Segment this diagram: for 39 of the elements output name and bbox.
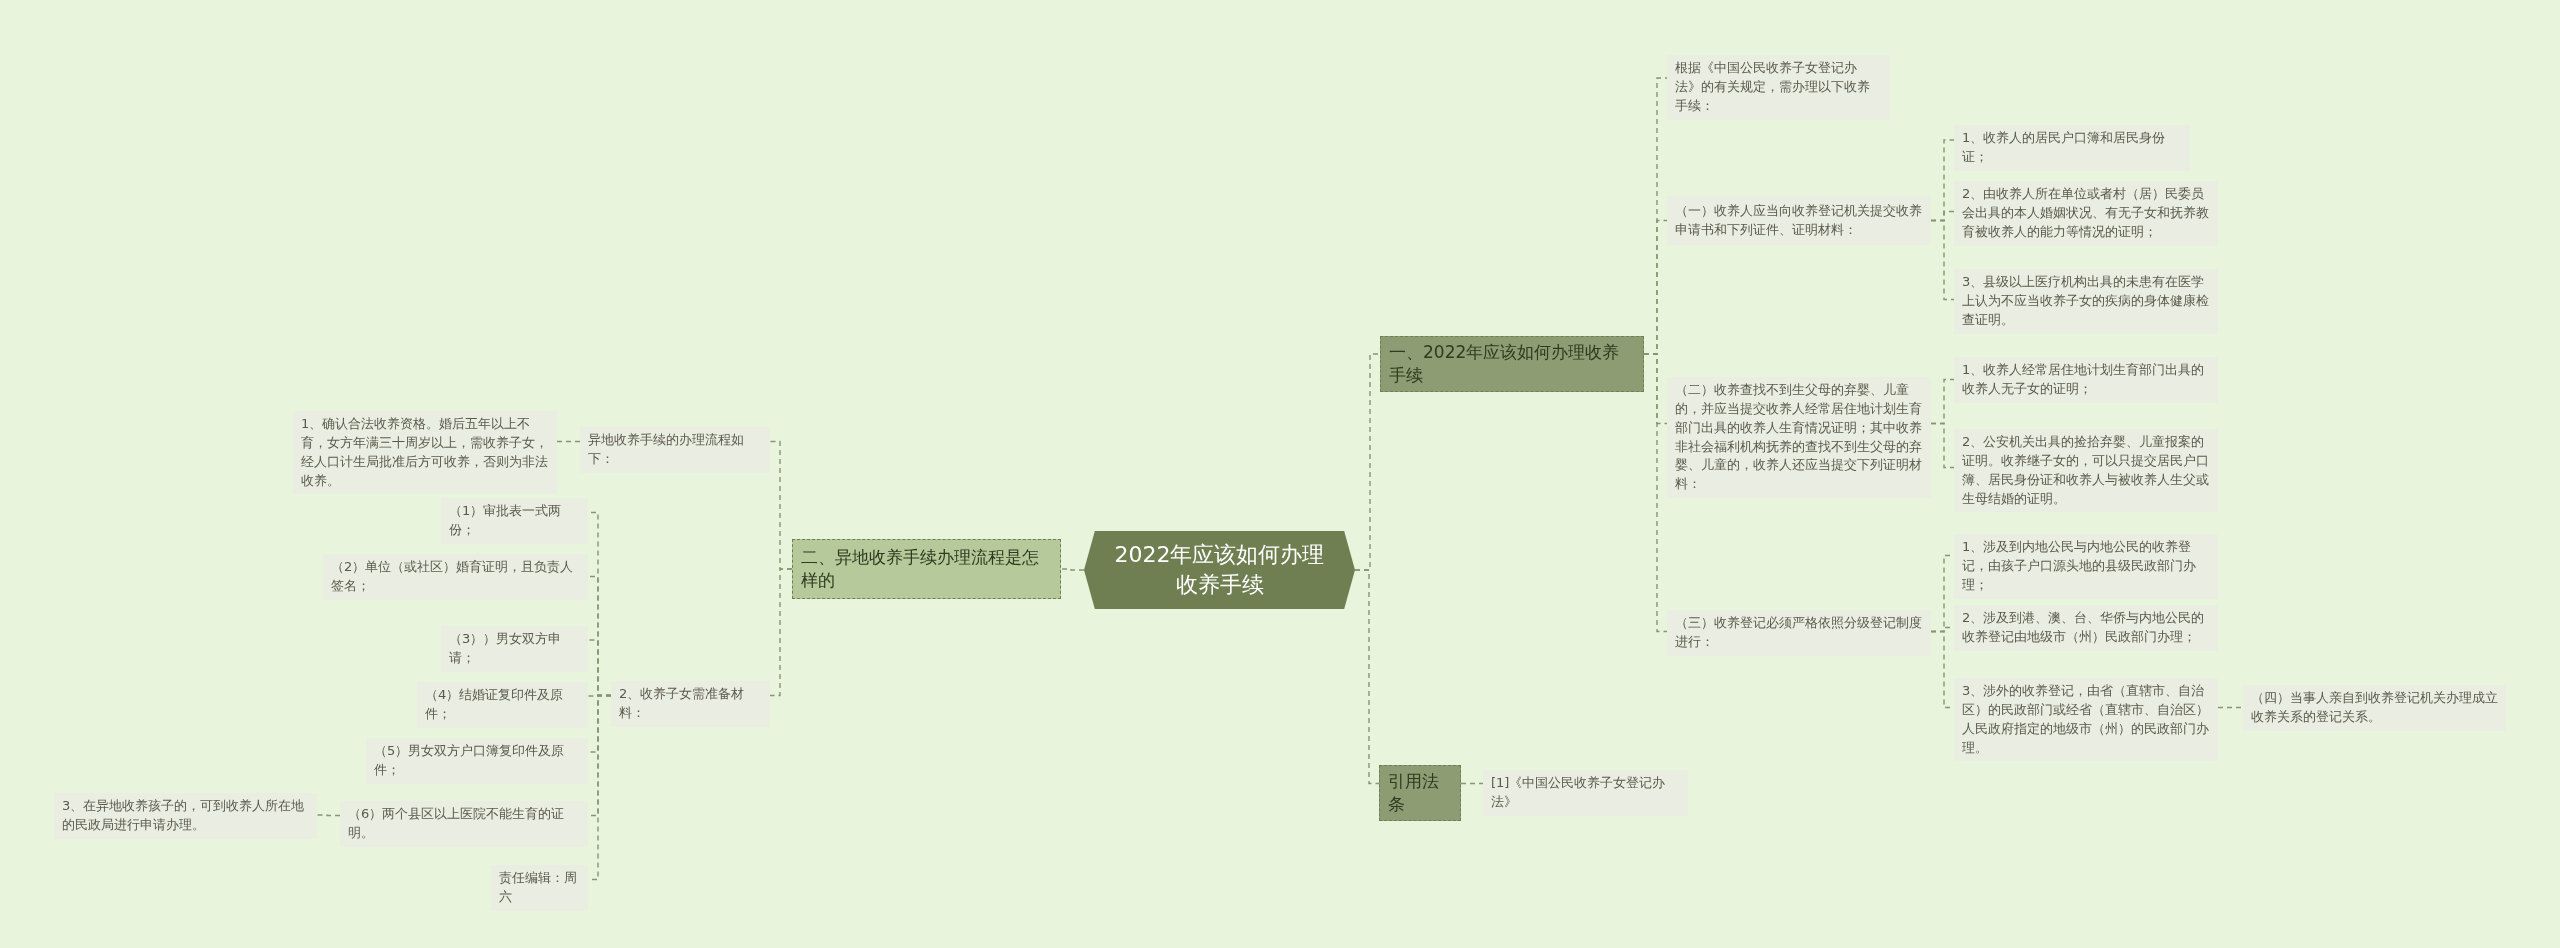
topic-box: 3、在异地收养孩子的，可到收养人所在地的民政局进行申请办理。 xyxy=(54,793,317,839)
central-topic: 2022年应该如何办理收养手续 xyxy=(1084,531,1355,609)
topic-box: （四）当事人亲自到收养登记机关办理成立收养关系的登记关系。 xyxy=(2243,685,2506,731)
branch-topic: 引用法条 xyxy=(1379,765,1461,821)
topic-box: （一）收养人应当向收养登记机关提交收养申请书和下列证件、证明材料： xyxy=(1667,196,1931,245)
topic-box: （4）结婚证复印件及原件； xyxy=(417,682,588,728)
topic-box: 1、收养人经常居住地计划生育部门出具的收养人无子女的证明； xyxy=(1954,357,2218,403)
topic-box: 3、涉外的收养登记，由省（直辖市、自治区）的民政部门或经省（直辖市、自治区）人民政府指定的地级市（州）的民政部门办理。 xyxy=(1954,678,2218,762)
branch-topic: 二、异地收养手续办理流程是怎样的 xyxy=(792,539,1061,599)
topic-box: （3））男女双方申请； xyxy=(441,626,588,672)
connector-line xyxy=(1930,422,1955,469)
topic-box: 1、确认合法收养资格。婚后五年以上不育，女方年满三十周岁以上，需收养子女，经人口计生局批准后方可收养，否则为非法收养。 xyxy=(293,411,557,495)
connector-line xyxy=(556,440,581,443)
topic-box: 异地收养手续的办理流程如下： xyxy=(580,427,770,473)
connector-line xyxy=(2217,706,2244,709)
topic-box: 根据《中国公民收养子女登记办法》的有关规定，需办理以下收养手续： xyxy=(1667,55,1890,120)
topic-box: 2、由收养人所在单位或者村（居）民委员会出具的本人婚姻状况、有无子女和抚养教育被收养人的能力等情况的证明； xyxy=(1954,181,2218,246)
topic-box: 责任编辑：周六 xyxy=(491,865,588,911)
topic-box: （2）单位（或社区）婚育证明，且负责人签名； xyxy=(323,554,588,600)
connector-line xyxy=(769,568,793,697)
connector-line xyxy=(1060,568,1085,571)
topic-box: （5）男女双方户口簿复印件及原件； xyxy=(366,738,588,784)
topic-box: （1）审批表一式两份； xyxy=(441,498,588,544)
topic-box: 1、涉及到内地公民与内地公民的收养登记，由孩子户口源头地的县级民政部门办理； xyxy=(1954,534,2218,599)
topic-box: 2、涉及到港、澳、台、华侨与内地公民的收养登记由地级市（州）民政部门办理； xyxy=(1954,605,2218,651)
topic-box: 2、收养子女需准备材料： xyxy=(611,681,770,727)
connector-line xyxy=(1930,219,1955,301)
topic-box: （二）收养查找不到生父母的弃婴、儿童的，并应当提交收养人经常居住地计划生育部门出具的收养人生育情况证明；其中收养非社会福利机构抚养的查找不到生父母的弃婴、儿童的，收养人还应当提交下列证明材料： xyxy=(1667,377,1931,499)
topic-box: （三）收养登记必须严格依照分级登记制度进行： xyxy=(1667,610,1931,656)
topic-box: 3、县级以上医疗机构出具的未患有在医学上认为不应当收养子女的疾病的身体健康检查证明。 xyxy=(1954,269,2218,334)
topic-box: （6）两个县区以上医院不能生育的证明。 xyxy=(340,801,588,847)
connector-line xyxy=(1354,569,1380,785)
topic-box: 2、公安机关出具的捡拾弃婴、儿童报案的证明。收养继子女的，可以只提交居民户口簿、居民身份证和收养人与被收养人生父或生母结婚的证明。 xyxy=(1954,429,2218,513)
connector-line xyxy=(1460,782,1484,785)
branch-topic: 一、2022年应该如何办理收养手续 xyxy=(1380,336,1644,392)
topic-box: 1、收养人的居民户口簿和居民身份证； xyxy=(1954,125,2190,171)
topic-box: [1]《中国公民收养子女登记办法》 xyxy=(1483,770,1688,816)
connector-line xyxy=(316,814,341,817)
connector-line xyxy=(1643,353,1668,633)
